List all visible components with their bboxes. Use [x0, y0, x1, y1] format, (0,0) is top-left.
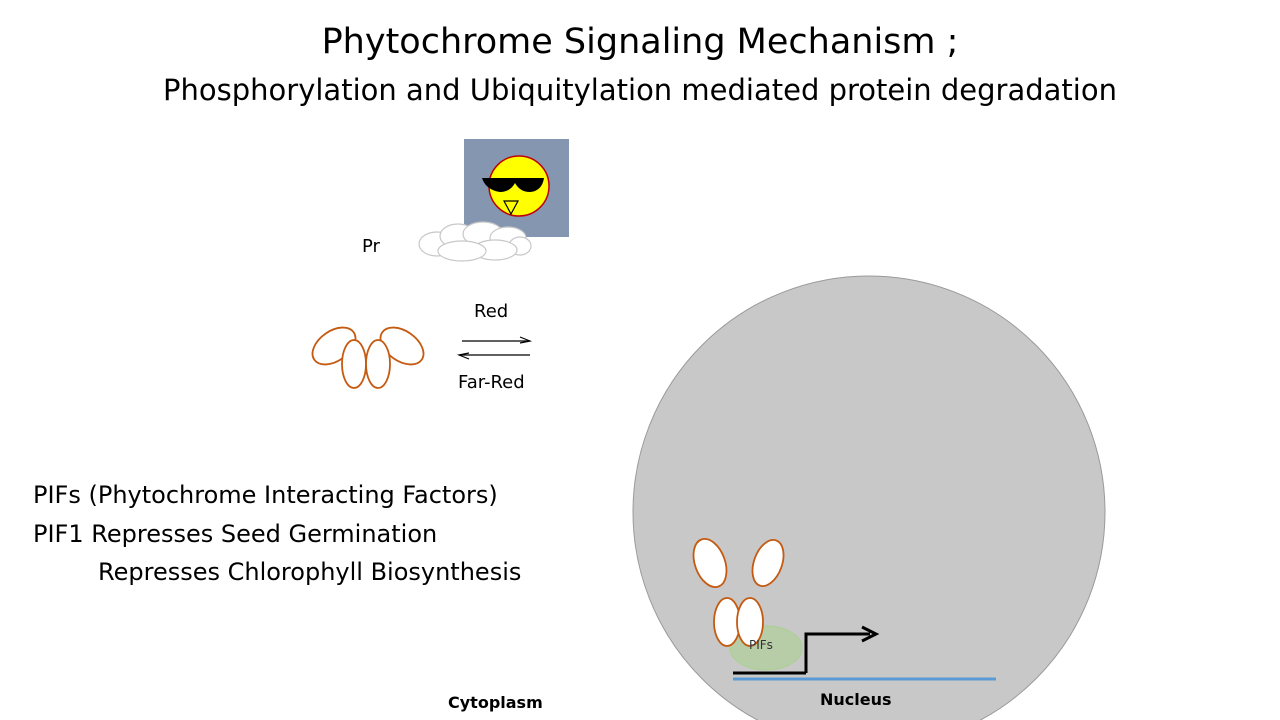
transcription-arrow: [804, 632, 870, 673]
text-line-pifs-definition: PIFs (Phytochrome Interacting Factors): [33, 481, 498, 509]
far-red-light-label: Far-Red: [458, 372, 525, 393]
left-arrow-icon: [456, 352, 530, 360]
nucleus-label: Nucleus: [820, 690, 892, 709]
slide-subtitle: Phosphorylation and Ubiquitylation media…: [163, 73, 1117, 107]
pr-label: Pr: [362, 236, 380, 257]
sun-with-sunglasses-icon: [464, 139, 569, 237]
slide-title: Phytochrome Signaling Mechanism ;: [321, 22, 959, 62]
text-line-pif1-germination: PIF1 Represses Seed Germination: [33, 520, 438, 548]
cloud-icon: [418, 221, 532, 262]
phytochrome-dimer-pr: [311, 326, 425, 389]
phytochrome-dimer-pfr: [692, 538, 785, 647]
red-light-label: Red: [474, 301, 509, 322]
text-line-pif1-chlorophyll: Represses Chlorophyll Biosynthesis: [98, 558, 522, 586]
right-arrow-icon: [462, 336, 533, 344]
pifs-label: PIFs: [749, 638, 773, 652]
nucleus-circle: [632, 275, 1106, 720]
cytoplasm-label: Cytoplasm: [448, 693, 543, 712]
